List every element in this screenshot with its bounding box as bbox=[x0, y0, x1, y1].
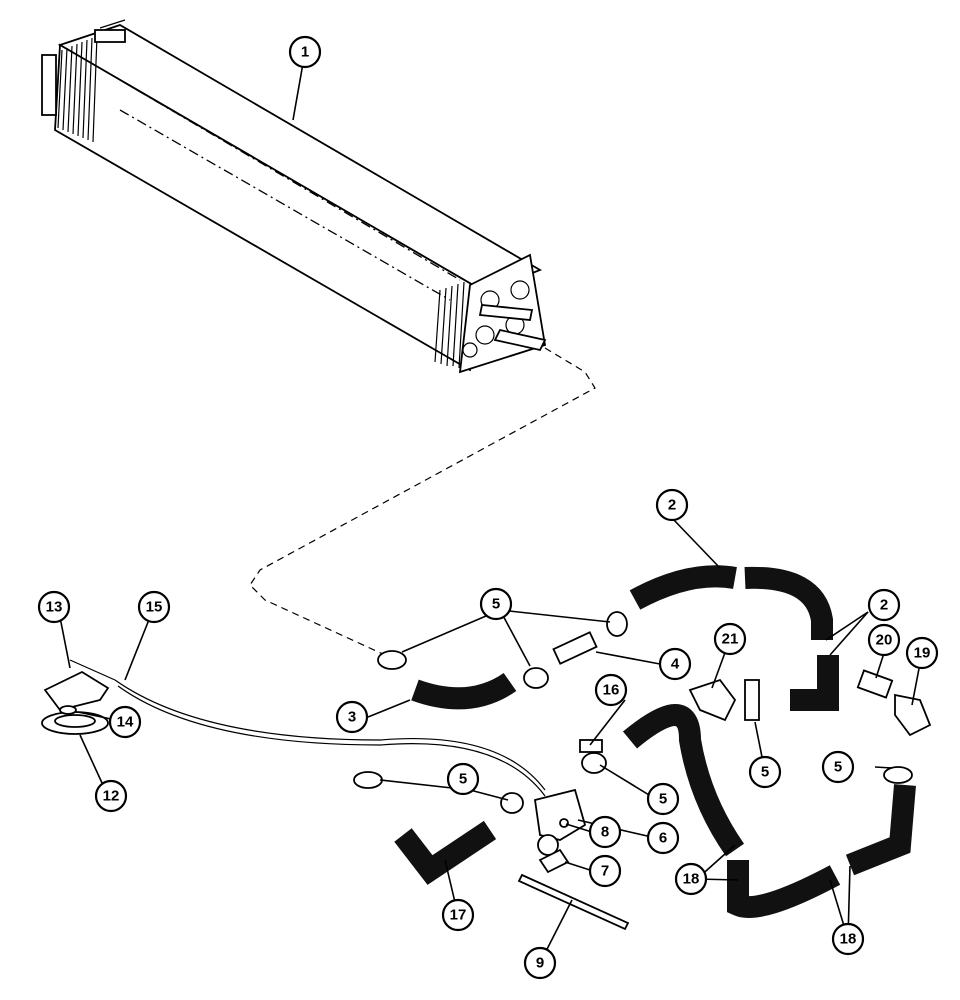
hose-18 bbox=[622, 704, 916, 918]
svg-text:7: 7 bbox=[601, 863, 609, 880]
callout-9: 9 bbox=[523, 946, 557, 980]
callout-1: 1 bbox=[288, 35, 322, 69]
callout-17: 17 bbox=[441, 898, 475, 932]
bracket-7 bbox=[538, 848, 570, 874]
callout-2-right: 2 bbox=[867, 588, 901, 622]
svg-text:5: 5 bbox=[834, 759, 842, 776]
callout-2-upper: 2 bbox=[655, 488, 689, 522]
clamps bbox=[353, 611, 913, 814]
callout-13: 13 bbox=[37, 590, 71, 624]
callout-5-mid: 5 bbox=[748, 755, 782, 789]
screw-8 bbox=[559, 818, 569, 828]
svg-text:12: 12 bbox=[103, 788, 120, 805]
svg-text:18: 18 bbox=[683, 871, 700, 888]
svg-text:8: 8 bbox=[601, 824, 609, 841]
control-13 bbox=[43, 659, 116, 712]
callout-16: 16 bbox=[594, 673, 628, 707]
callout-14: 14 bbox=[108, 705, 142, 739]
knob-12 bbox=[41, 711, 109, 735]
svg-text:4: 4 bbox=[671, 656, 680, 673]
hose-2-upper bbox=[629, 565, 839, 711]
callout-19: 19 bbox=[905, 636, 939, 670]
routing-dashed-line bbox=[249, 347, 596, 656]
valve-6 bbox=[533, 788, 587, 856]
svg-text:3: 3 bbox=[348, 709, 356, 726]
callout-7: 7 bbox=[588, 854, 622, 888]
svg-text:13: 13 bbox=[46, 599, 63, 616]
hose-17 bbox=[394, 820, 497, 885]
fitting-4 bbox=[552, 631, 598, 665]
svg-text:17: 17 bbox=[450, 907, 467, 924]
svg-text:5: 5 bbox=[492, 596, 500, 613]
callout-5-top: 5 bbox=[479, 587, 513, 621]
valve-19 bbox=[894, 693, 932, 737]
svg-text:5: 5 bbox=[761, 764, 769, 781]
callout-18-left: 18 bbox=[674, 862, 708, 896]
svg-text:6: 6 bbox=[659, 830, 667, 847]
svg-text:14: 14 bbox=[117, 714, 134, 731]
heater-core bbox=[41, 19, 547, 374]
svg-text:20: 20 bbox=[876, 632, 893, 649]
callout-12: 12 bbox=[94, 779, 128, 813]
callout-5-right: 5 bbox=[821, 750, 855, 784]
callout-21: 21 bbox=[713, 622, 747, 656]
callout-18-bottom: 18 bbox=[831, 922, 865, 956]
svg-text:16: 16 bbox=[603, 682, 620, 699]
hose-3 bbox=[411, 672, 517, 710]
svg-text:15: 15 bbox=[146, 599, 163, 616]
nipple-20 bbox=[856, 669, 894, 699]
callout-4: 4 bbox=[658, 647, 692, 681]
svg-text:9: 9 bbox=[536, 955, 544, 972]
svg-text:1: 1 bbox=[301, 44, 309, 61]
cable-15 bbox=[114, 679, 546, 797]
strap-9 bbox=[517, 873, 630, 931]
callout-6: 6 bbox=[646, 821, 680, 855]
nut-14 bbox=[59, 705, 77, 715]
svg-text:19: 19 bbox=[914, 645, 931, 662]
svg-text:5: 5 bbox=[659, 791, 667, 808]
svg-text:18: 18 bbox=[840, 931, 857, 948]
callout-5-left: 5 bbox=[446, 762, 480, 796]
callout-3: 3 bbox=[335, 700, 369, 734]
svg-text:5: 5 bbox=[459, 771, 467, 788]
callout-15: 15 bbox=[137, 590, 171, 624]
svg-text:2: 2 bbox=[880, 597, 888, 614]
svg-text:2: 2 bbox=[668, 497, 676, 514]
callout-5-center: 5 bbox=[646, 782, 680, 816]
svg-text:21: 21 bbox=[722, 631, 739, 648]
callout-8: 8 bbox=[588, 815, 622, 849]
callout-20: 20 bbox=[867, 623, 901, 657]
